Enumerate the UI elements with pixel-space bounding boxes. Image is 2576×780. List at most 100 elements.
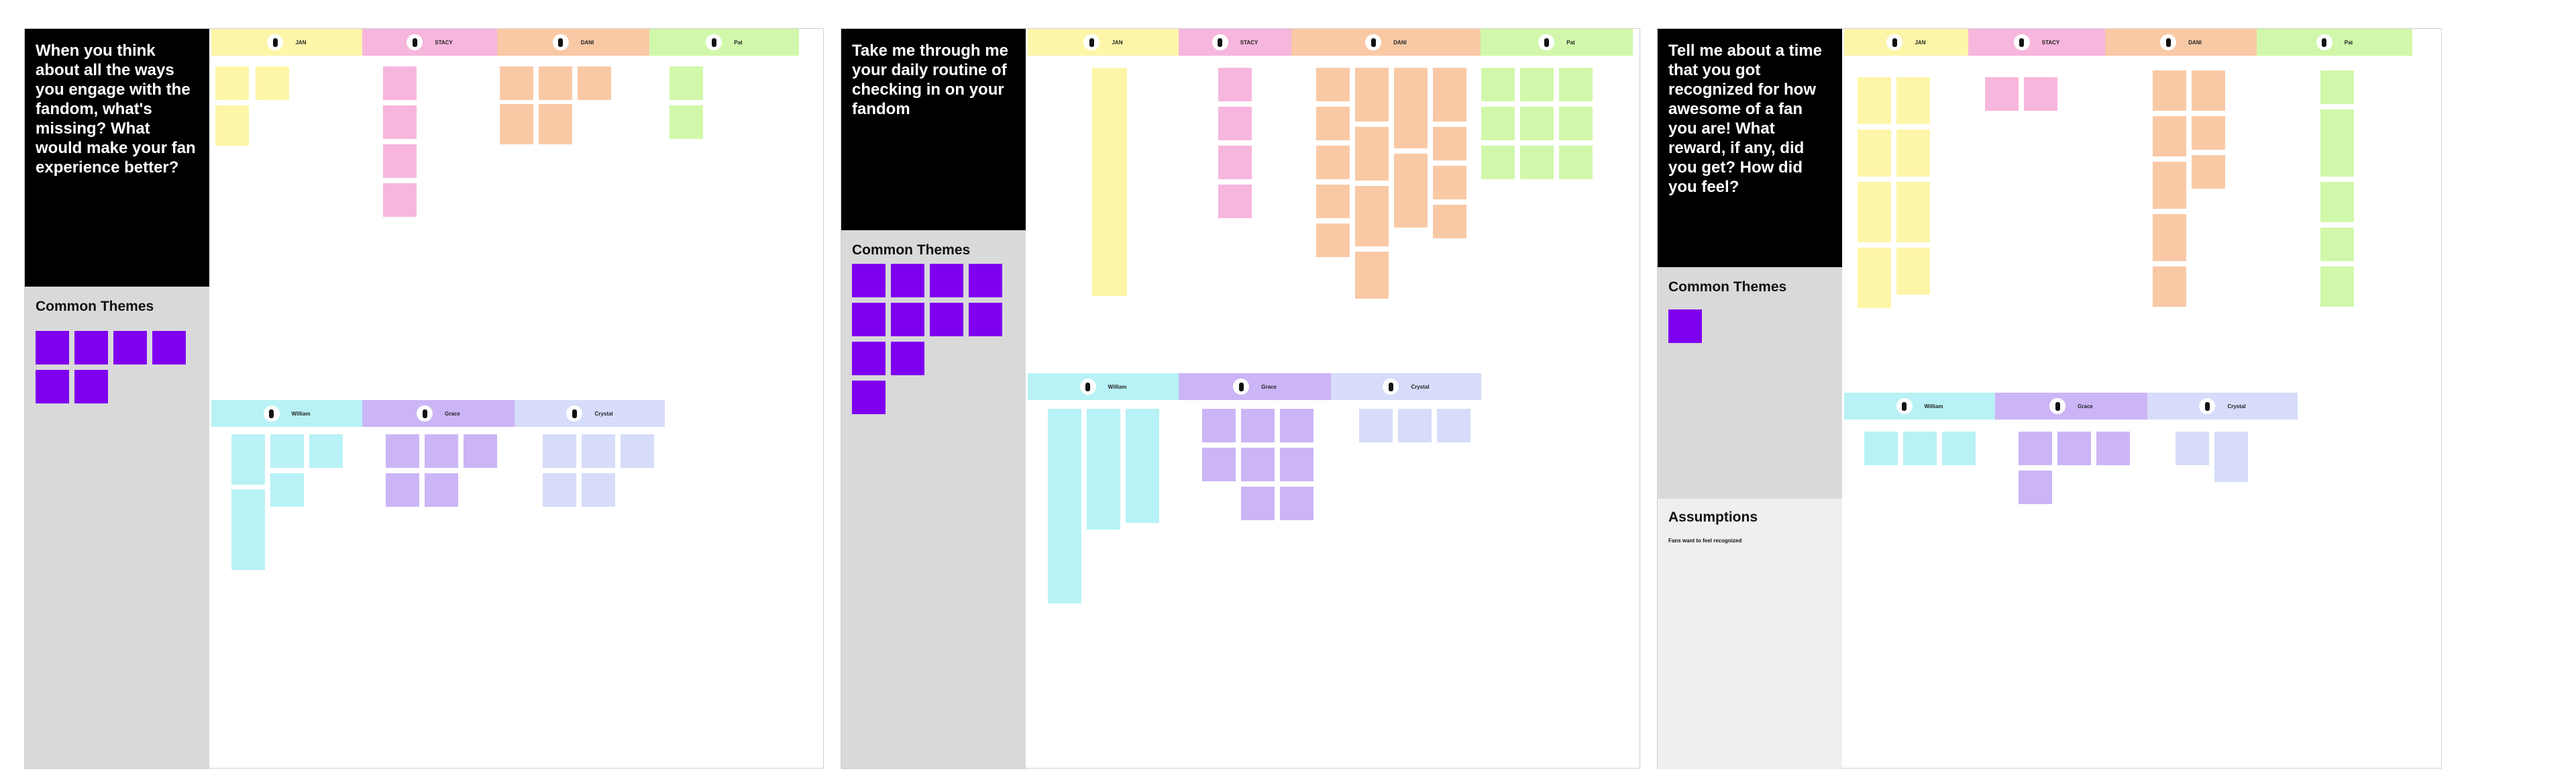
person-header-dani[interactable]: DANI [1291, 29, 1481, 56]
sticky-note[interactable] [1985, 77, 2019, 111]
theme-note[interactable] [891, 303, 924, 336]
person-header-stacy[interactable]: STACY [362, 29, 497, 56]
sticky-note[interactable] [543, 434, 576, 468]
sticky-note[interactable] [425, 473, 458, 507]
sticky-note[interactable] [1559, 146, 1593, 179]
sticky-note[interactable] [1218, 185, 1252, 218]
sticky-note[interactable] [1942, 432, 1976, 465]
sticky-note[interactable] [539, 66, 572, 100]
sticky-note[interactable] [621, 434, 654, 468]
sticky-note[interactable] [1355, 68, 1389, 121]
theme-note[interactable] [852, 381, 885, 414]
sticky-note[interactable] [2192, 70, 2225, 111]
sticky-note[interactable] [1280, 409, 1313, 442]
sticky-note[interactable] [1241, 409, 1275, 442]
sticky-note[interactable] [1398, 409, 1432, 442]
person-header-grace[interactable]: Grace [1995, 393, 2147, 420]
sticky-note[interactable] [2153, 162, 2186, 209]
person-header-pat[interactable]: Pat [649, 29, 799, 56]
person-header-dani[interactable]: DANI [2105, 29, 2257, 56]
sticky-note[interactable] [1316, 146, 1350, 179]
sticky-note[interactable] [2096, 432, 2130, 465]
person-header-crystal[interactable]: Crystal [515, 400, 665, 427]
sticky-note[interactable] [1092, 68, 1127, 296]
sticky-note[interactable] [2320, 182, 2354, 222]
sticky-note[interactable] [1355, 252, 1389, 299]
sticky-note[interactable] [386, 473, 419, 507]
sticky-note[interactable] [231, 434, 265, 485]
sticky-note[interactable] [578, 66, 611, 100]
sticky-note[interactable] [1520, 68, 1554, 101]
sticky-note[interactable] [2320, 70, 2354, 104]
person-header-pat[interactable]: Pat [1481, 29, 1633, 56]
sticky-note[interactable] [1481, 107, 1515, 140]
sticky-note[interactable] [1218, 68, 1252, 101]
sticky-note[interactable] [1316, 224, 1350, 257]
sticky-note[interactable] [543, 473, 576, 507]
person-header-jan[interactable]: JAN [211, 29, 362, 56]
sticky-note[interactable] [1316, 68, 1350, 101]
sticky-note[interactable] [1559, 107, 1593, 140]
sticky-note[interactable] [1241, 448, 1275, 481]
sticky-note[interactable] [1433, 205, 1466, 238]
theme-note[interactable] [930, 264, 963, 297]
sticky-note[interactable] [2214, 432, 2248, 482]
sticky-note[interactable] [2192, 155, 2225, 189]
person-header-crystal[interactable]: Crystal [1331, 373, 1481, 400]
sticky-note[interactable] [1355, 127, 1389, 181]
sticky-note[interactable] [2153, 70, 2186, 111]
sticky-note[interactable] [1481, 68, 1515, 101]
person-header-grace[interactable]: Grace [362, 400, 515, 427]
sticky-note[interactable] [1903, 432, 1937, 465]
sticky-note[interactable] [383, 66, 417, 100]
sticky-note[interactable] [2019, 471, 2052, 504]
sticky-note[interactable] [215, 105, 249, 146]
sticky-note[interactable] [2024, 77, 2057, 111]
person-header-pat[interactable]: Pat [2257, 29, 2412, 56]
sticky-note[interactable] [1896, 130, 1930, 177]
sticky-note[interactable] [1520, 107, 1554, 140]
sticky-note[interactable] [1316, 107, 1350, 140]
sticky-note[interactable] [2320, 109, 2354, 177]
theme-note[interactable] [852, 342, 885, 375]
sticky-note[interactable] [1218, 146, 1252, 179]
sticky-note[interactable] [2320, 266, 2354, 307]
sticky-note[interactable] [1858, 77, 1891, 124]
sticky-note[interactable] [1218, 107, 1252, 140]
sticky-note[interactable] [1858, 248, 1891, 308]
sticky-note[interactable] [1481, 146, 1515, 179]
person-header-stacy[interactable]: STACY [1968, 29, 2105, 56]
sticky-note[interactable] [669, 105, 703, 139]
sticky-note[interactable] [1359, 409, 1393, 442]
theme-note[interactable] [969, 303, 1002, 336]
sticky-note[interactable] [386, 434, 419, 468]
sticky-note[interactable] [1433, 166, 1466, 199]
sticky-note[interactable] [1896, 248, 1930, 295]
sticky-note[interactable] [1316, 185, 1350, 218]
sticky-note[interactable] [582, 473, 615, 507]
sticky-note[interactable] [383, 183, 417, 217]
sticky-note[interactable] [1858, 182, 1891, 242]
sticky-note[interactable] [231, 489, 265, 570]
theme-note[interactable] [852, 303, 885, 336]
theme-note[interactable] [852, 264, 885, 297]
sticky-note[interactable] [2176, 432, 2209, 465]
sticky-note[interactable] [1433, 127, 1466, 160]
sticky-note[interactable] [270, 434, 304, 468]
person-header-jan[interactable]: JAN [1028, 29, 1179, 56]
sticky-note[interactable] [2320, 228, 2354, 261]
sticky-note[interactable] [1241, 487, 1275, 520]
theme-note[interactable] [930, 303, 963, 336]
sticky-note[interactable] [309, 434, 343, 468]
theme-note[interactable] [74, 331, 108, 364]
sticky-note[interactable] [500, 66, 533, 100]
person-header-grace[interactable]: Grace [1179, 373, 1331, 400]
theme-note[interactable] [891, 264, 924, 297]
person-header-stacy[interactable]: STACY [1179, 29, 1291, 56]
person-header-william[interactable]: William [1028, 373, 1179, 400]
sticky-note[interactable] [1394, 68, 1428, 148]
theme-note[interactable] [36, 331, 69, 364]
person-header-william[interactable]: William [1844, 393, 1995, 420]
sticky-note[interactable] [1520, 146, 1554, 179]
sticky-note[interactable] [2057, 432, 2091, 465]
